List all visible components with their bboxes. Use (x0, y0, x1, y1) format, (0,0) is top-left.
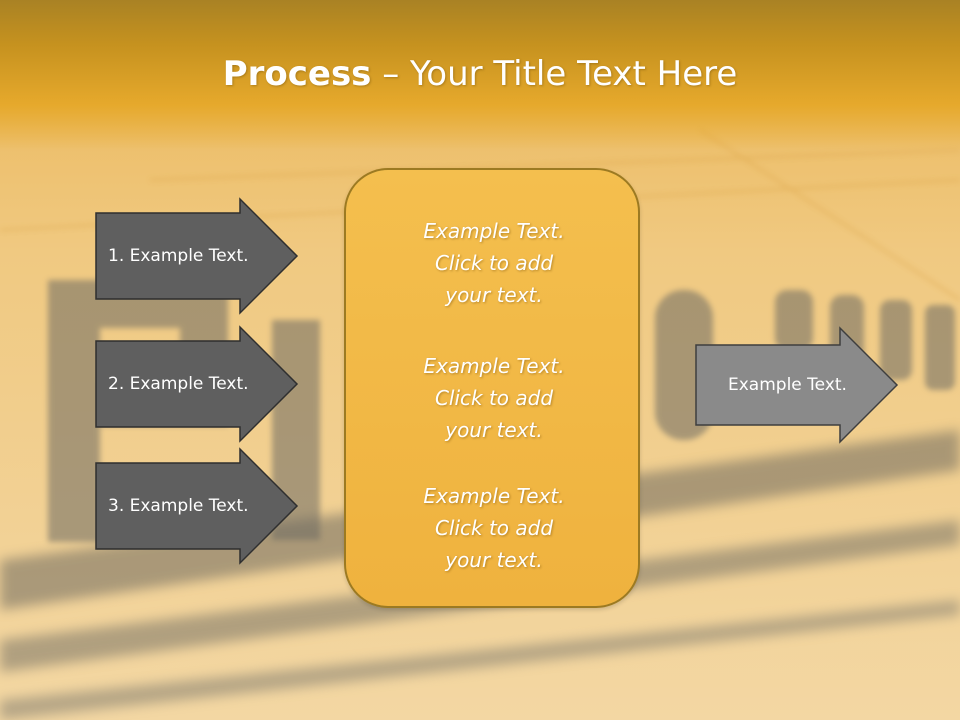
center-line: Example Text. (423, 354, 565, 378)
center-paragraph-3[interactable]: Example Text. Click to add your text. (346, 480, 642, 576)
center-line: your text. (445, 548, 543, 572)
arrow-shape (95, 325, 299, 443)
title-bold-text: Process (222, 54, 372, 94)
process-step-arrow-2[interactable]: 2. Example Text. (95, 325, 299, 443)
slide-title[interactable]: Process – Your Title Text Here (0, 52, 960, 96)
center-paragraph-2[interactable]: Example Text. Click to add your text. (346, 350, 642, 446)
arrow-shape (95, 197, 299, 315)
center-line: Example Text. (423, 219, 565, 243)
center-paragraph-1[interactable]: Example Text. Click to add your text. (346, 215, 642, 311)
center-line: your text. (445, 283, 543, 307)
process-step-arrow-1[interactable]: 1. Example Text. (95, 197, 299, 315)
process-step-label: 3. Example Text. (108, 496, 249, 516)
process-step-label: 1. Example Text. (108, 246, 249, 266)
title-rest-text: – Your Title Text Here (371, 54, 738, 94)
center-line: Click to add (434, 251, 554, 275)
result-arrow-label: Example Text. (728, 375, 847, 395)
process-step-arrow-3[interactable]: 3. Example Text. (95, 447, 299, 565)
result-arrow[interactable]: Example Text. (695, 326, 899, 444)
center-line: your text. (445, 418, 543, 442)
arrow-shape (695, 326, 899, 444)
arrow-shape (95, 447, 299, 565)
center-line: Click to add (434, 386, 554, 410)
process-step-label: 2. Example Text. (108, 374, 249, 394)
center-line: Click to add (434, 516, 554, 540)
center-line: Example Text. (423, 484, 565, 508)
center-content-box[interactable]: Example Text. Click to add your text. Ex… (344, 168, 640, 608)
title-band (0, 0, 960, 150)
